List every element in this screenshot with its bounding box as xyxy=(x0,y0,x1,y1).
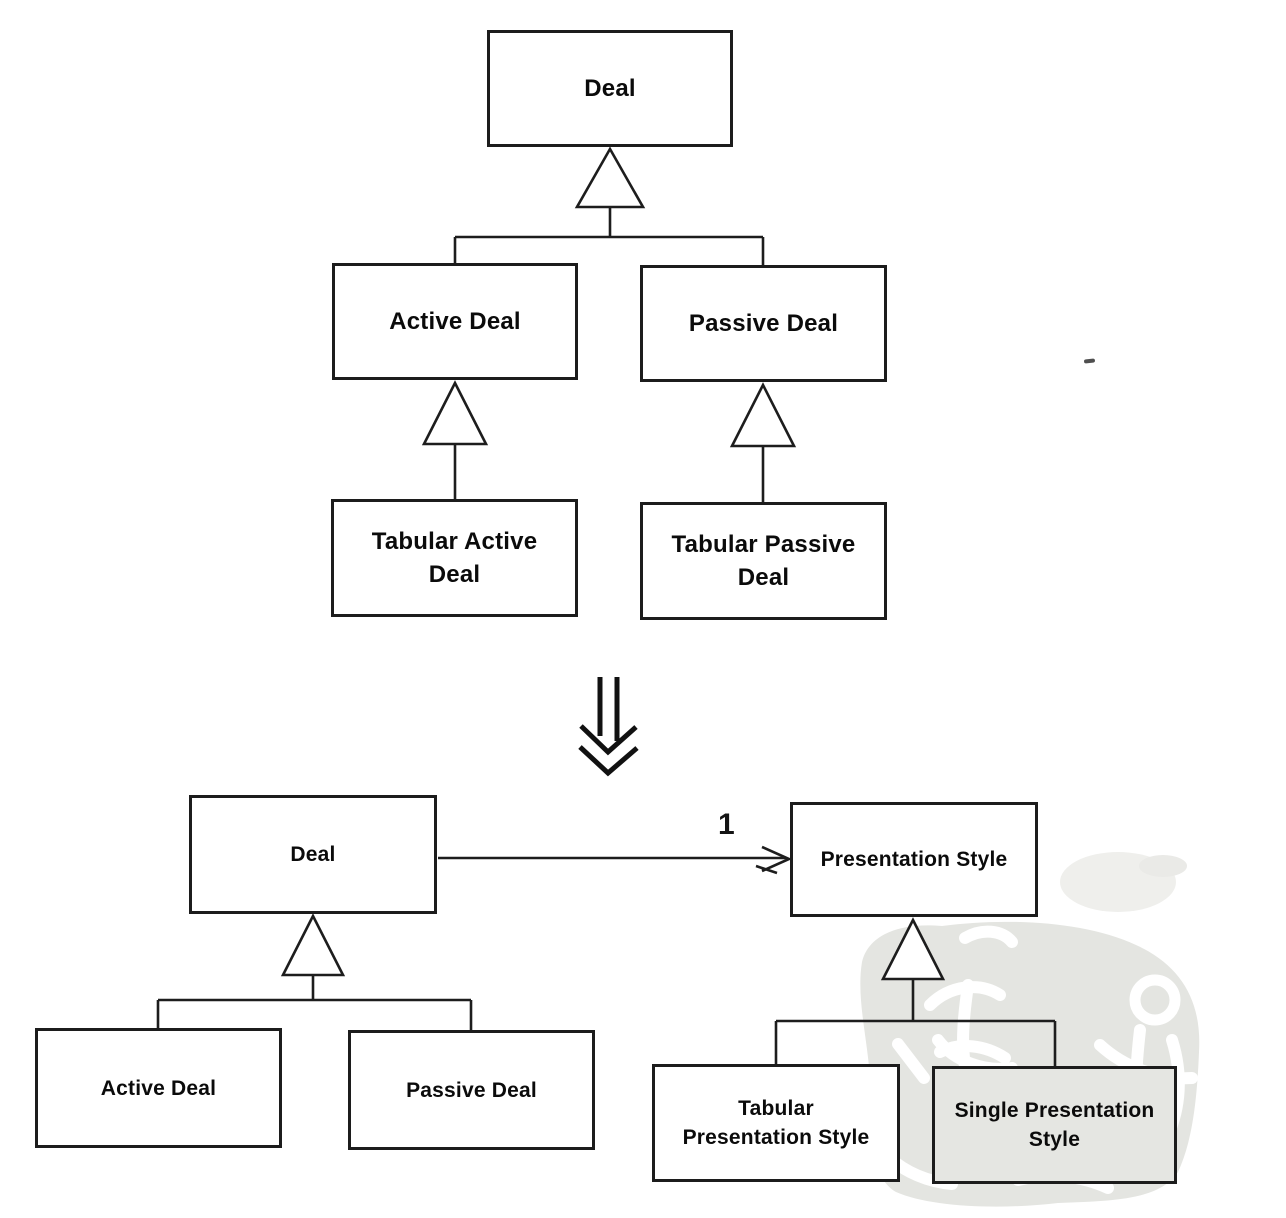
class-label: Passive Deal xyxy=(688,310,839,337)
class-label-line1: Single Presentation xyxy=(954,1099,1155,1122)
class-box-active-deal-bottom: Active Deal xyxy=(35,1028,282,1148)
class-box-passive-deal-top: Passive Deal xyxy=(640,265,887,382)
transform-double-down-arrow-icon xyxy=(578,677,639,777)
class-label-line1: Tabular Active xyxy=(371,528,538,555)
class-box-tabular-passive-deal: Tabular Passive Deal xyxy=(640,502,887,620)
class-label-line1: Tabular xyxy=(738,1097,814,1120)
generalization-triangle-icon xyxy=(574,146,646,209)
generalization-triangle-icon xyxy=(421,380,489,446)
class-box-tabular-active-deal: Tabular Active Deal xyxy=(331,499,578,617)
top-hierarchy-connectors xyxy=(453,207,765,503)
class-label: Presentation Style xyxy=(820,848,1008,871)
class-label-line1: Tabular Passive xyxy=(671,531,856,558)
class-label: Deal xyxy=(290,843,336,866)
class-box-presentation-style: Presentation Style xyxy=(790,802,1038,917)
class-label-line2: Presentation Style xyxy=(682,1126,870,1149)
association-arrow-icon xyxy=(438,845,793,875)
class-label-line2: Deal xyxy=(428,561,481,588)
class-box-deal-top: Deal xyxy=(487,30,733,147)
class-label: Active Deal xyxy=(389,308,521,335)
class-label-line2: Deal xyxy=(737,564,790,591)
class-box-deal-bottom: Deal xyxy=(189,795,437,914)
multiplicity-label: 1 xyxy=(718,808,735,841)
generalization-triangle-icon xyxy=(280,913,346,977)
class-box-passive-deal-bottom: Passive Deal xyxy=(348,1030,595,1150)
bottom-hierarchy-connectors xyxy=(156,975,1057,1067)
class-box-active-deal-top: Active Deal xyxy=(332,263,578,380)
class-box-tabular-presentation-style: Tabular Presentation Style xyxy=(652,1064,900,1182)
class-box-single-presentation-style: Single Presentation Style xyxy=(932,1066,1177,1184)
class-label-line2: Style xyxy=(1028,1128,1081,1151)
class-label: Active Deal xyxy=(100,1076,217,1100)
generalization-triangle-icon xyxy=(729,382,797,448)
class-label: Passive Deal xyxy=(406,1078,537,1102)
generalization-triangle-icon xyxy=(880,917,946,981)
class-label: Deal xyxy=(584,75,636,102)
